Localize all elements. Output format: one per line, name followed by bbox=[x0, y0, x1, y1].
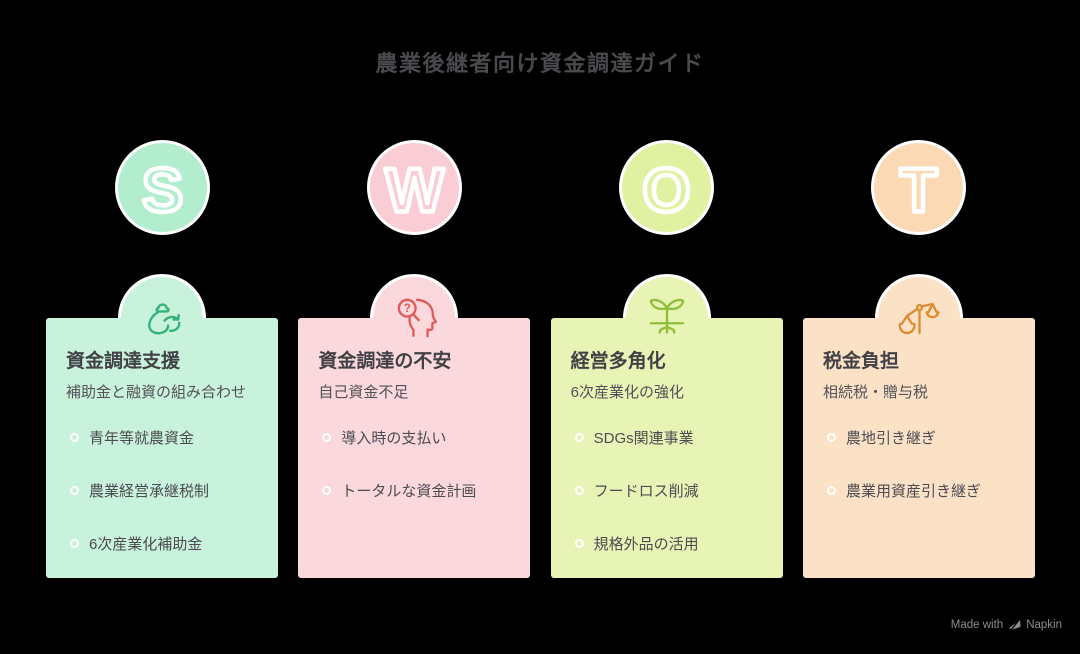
bullet-icon bbox=[826, 432, 836, 442]
letter-s-outline-icon: S bbox=[139, 154, 185, 228]
opportunity-card: 経営多角化 6次産業化の強化 SDGs関連事業 フードロス削減 規格外品の活用 bbox=[550, 318, 783, 578]
list-item: 農業用資産引き継ぎ bbox=[823, 482, 1015, 500]
card-item-list: 農地引き継ぎ 農業用資産引き継ぎ bbox=[823, 429, 1015, 500]
bullet-icon bbox=[70, 538, 79, 548]
list-item: 導入時の支払い bbox=[318, 429, 510, 447]
swot-column-weakness: W ? 資金調達の不安 自己資金不足 導入時の支払い トータルな資金計画 bbox=[298, 140, 531, 578]
svg-text:S: S bbox=[141, 157, 182, 226]
sprout-icon bbox=[642, 292, 692, 342]
letter-badge-t: T bbox=[871, 140, 967, 235]
bullet-icon bbox=[322, 485, 332, 495]
list-item: フードロス削減 bbox=[571, 482, 763, 500]
swot-column-threat: T 税金負担 相続税・贈与税 農地引き継ぎ bbox=[802, 140, 1035, 578]
card-item-list: 青年等就農資金 農業経営承継税制 6次産業化補助金 bbox=[66, 429, 258, 553]
list-item: トータルな資金計画 bbox=[318, 482, 510, 500]
weakness-card: 資金調達の不安 自己資金不足 導入時の支払い トータルな資金計画 bbox=[298, 318, 531, 578]
card-title: 資金調達支援 bbox=[66, 351, 181, 372]
swot-column-strength: S 資金調達支援 補助金と融資の組み合わせ 青年等就農資金 農業経営承継税 bbox=[46, 140, 278, 578]
letter-o-outline-icon: O bbox=[640, 154, 693, 228]
card-item-list: 導入時の支払い トータルな資金計画 bbox=[318, 429, 510, 500]
bullet-icon bbox=[70, 485, 79, 495]
list-item: 規格外品の活用 bbox=[571, 535, 763, 553]
bullet-icon bbox=[574, 538, 584, 548]
letter-badge-o: O bbox=[619, 140, 715, 235]
card-subtitle: 自己資金不足 bbox=[318, 384, 409, 401]
brand-label: Napkin bbox=[1026, 618, 1062, 631]
bullet-icon bbox=[70, 432, 79, 442]
card-item-list: SDGs関連事業 フードロス削減 規格外品の活用 bbox=[571, 429, 763, 553]
list-item: 農業経営承継税制 bbox=[66, 482, 258, 500]
card-subtitle: 6次産業化の強化 bbox=[570, 384, 684, 401]
bullet-icon bbox=[574, 432, 584, 442]
letter-w-outline-icon: W bbox=[383, 154, 447, 228]
list-item: SDGs関連事業 bbox=[571, 429, 763, 447]
card-title: 税金負担 bbox=[822, 351, 899, 372]
made-with-napkin-badge: Made with Napkin bbox=[951, 618, 1062, 631]
card-title: 資金調達の不安 bbox=[318, 351, 452, 372]
balance-scale-icon bbox=[894, 292, 944, 342]
svg-text:W: W bbox=[385, 157, 444, 226]
letter-badge-w: W bbox=[366, 140, 462, 235]
swot-columns: S 資金調達支援 補助金と融資の組み合わせ 青年等就農資金 農業経営承継税 bbox=[46, 140, 1035, 578]
strength-card: 資金調達支援 補助金と融資の組み合わせ 青年等就農資金 農業経営承継税制 6次産… bbox=[46, 318, 278, 578]
svg-text:T: T bbox=[900, 157, 938, 226]
threat-card: 税金負担 相続税・贈与税 農地引き継ぎ 農業用資産引き継ぎ bbox=[802, 318, 1035, 578]
money-bag-icon bbox=[137, 292, 187, 342]
napkin-logo-icon bbox=[1008, 619, 1021, 630]
bullet-icon bbox=[322, 432, 332, 442]
list-item: 農地引き継ぎ bbox=[823, 429, 1015, 447]
letter-t-outline-icon: T bbox=[898, 154, 941, 228]
list-item: 6次産業化補助金 bbox=[66, 535, 258, 553]
swot-column-opportunity: O 経営多角化 6次産業化の強化 SDGs関連事業 bbox=[550, 140, 783, 578]
bullet-icon bbox=[574, 485, 584, 495]
card-subtitle: 相続税・贈与税 bbox=[822, 384, 928, 401]
bullet-icon bbox=[826, 485, 836, 495]
card-subtitle: 補助金と融資の組み合わせ bbox=[66, 384, 247, 401]
page-title: 農業後継者向け資金調達ガイド bbox=[375, 51, 705, 76]
made-with-label: Made with bbox=[950, 618, 1004, 631]
question-head-icon: ? bbox=[389, 292, 439, 342]
letter-badge-s: S bbox=[114, 140, 210, 235]
list-item: 青年等就農資金 bbox=[66, 429, 258, 447]
svg-text:?: ? bbox=[404, 301, 411, 315]
card-title: 経営多角化 bbox=[570, 351, 666, 372]
svg-text:O: O bbox=[643, 157, 691, 226]
